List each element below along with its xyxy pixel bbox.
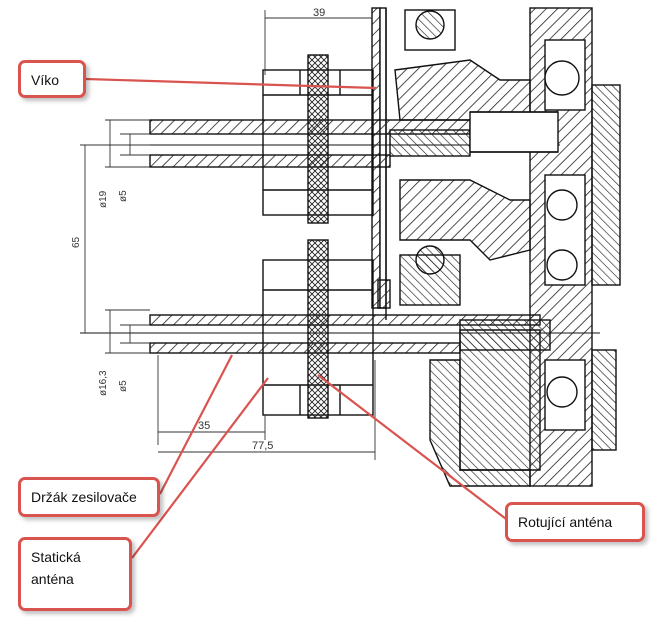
label-staticka-antena: Statická anténa bbox=[18, 537, 132, 611]
housing-assembly bbox=[371, 7, 621, 487]
dim-phi19: ø19 bbox=[98, 190, 109, 208]
label-rotujici-antena: Rotující anténa bbox=[505, 502, 645, 542]
label-staticka-line2: anténa bbox=[31, 571, 74, 587]
dim-77-5: 77,5 bbox=[252, 440, 273, 452]
dim-35: 35 bbox=[198, 420, 210, 432]
rotating-antenna-discs bbox=[307, 54, 329, 419]
label-drzak-text: Držák zesilovače bbox=[31, 489, 137, 505]
dim-phi16-3: ø16,3 bbox=[98, 370, 109, 396]
label-staticka-line1: Statická bbox=[31, 549, 81, 565]
dim-phi5-bottom: ø5 bbox=[118, 380, 129, 392]
label-rotujici-text: Rotující anténa bbox=[518, 514, 613, 530]
leader-lines bbox=[85, 77, 511, 559]
label-viko: Víko bbox=[18, 60, 86, 98]
dimension-lines bbox=[80, 10, 376, 460]
dim-phi5-top: ø5 bbox=[118, 190, 129, 202]
dim-65: 65 bbox=[71, 236, 82, 248]
lower-shaft bbox=[80, 314, 600, 354]
dim-39: 39 bbox=[313, 7, 325, 19]
label-viko-text: Víko bbox=[31, 72, 60, 88]
label-drzak-zesilovace: Držák zesilovače bbox=[18, 477, 160, 517]
upper-shaft bbox=[149, 111, 560, 168]
